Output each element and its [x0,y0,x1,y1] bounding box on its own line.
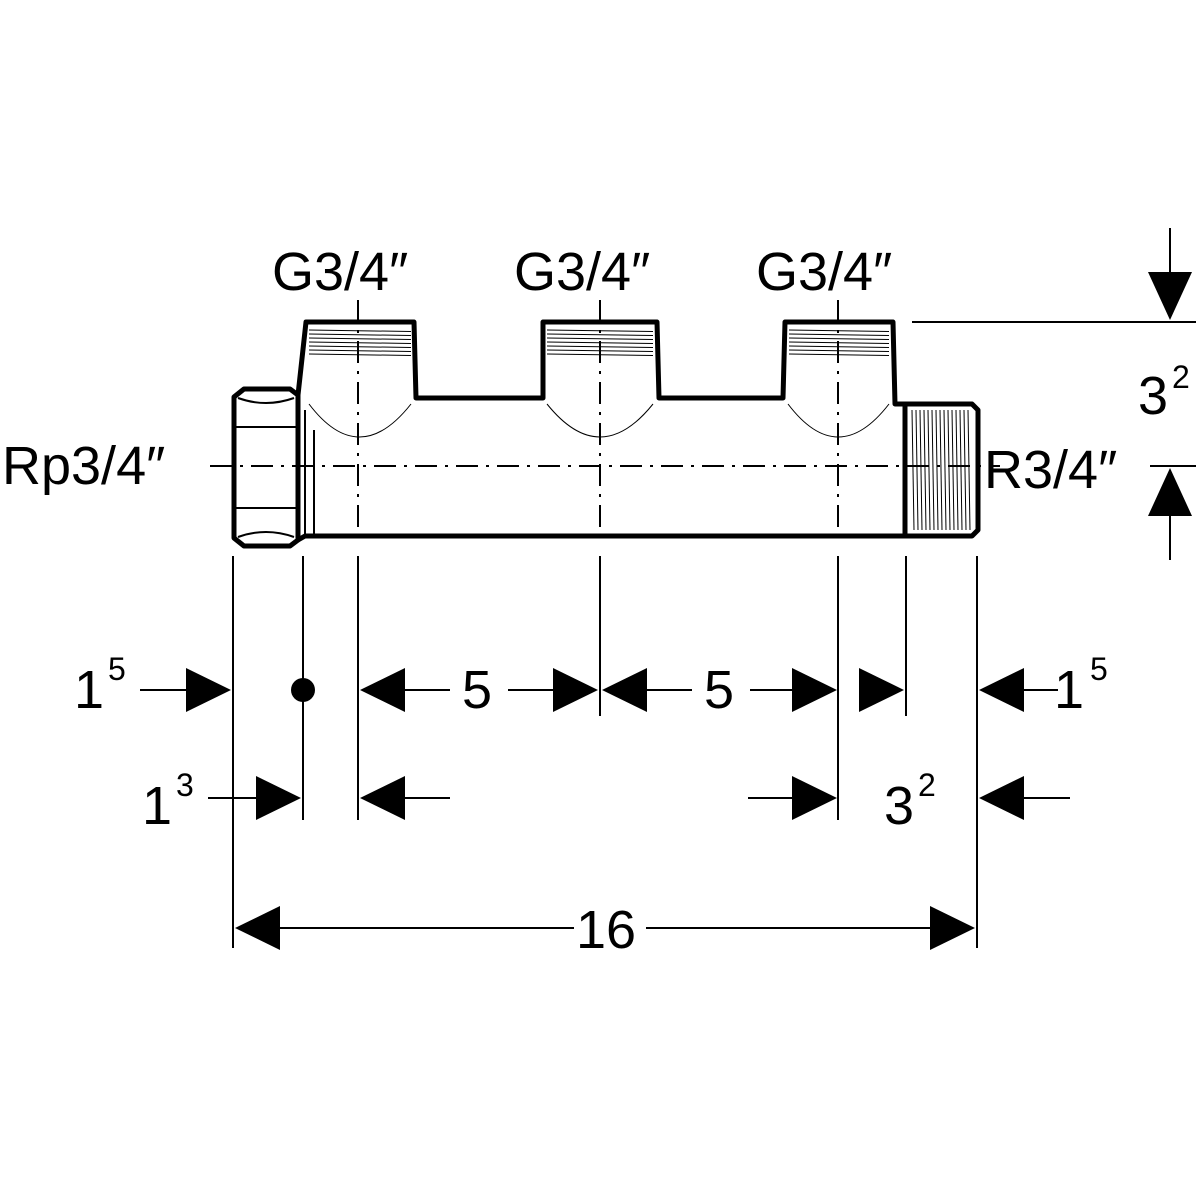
thread-line [308,329,412,332]
dim-spacing-2: 5 [704,660,734,720]
label-outlet-end: R3/4″ [984,440,1117,500]
label-outlet-2: G3/4″ [514,242,650,302]
arrow-height-top [1148,272,1192,320]
thread-line [788,337,890,340]
right-thread-outline [905,401,981,539]
thread-line [546,333,654,336]
arrow-body-end [859,668,904,712]
outlet-1-thread-hatch [308,329,412,356]
arrow-thread-right [979,776,1024,820]
hex-nut-outline [231,386,301,549]
arrow-right-offset [979,668,1024,712]
dim-right-offset-main: 1 [1054,660,1084,720]
dim-hex-width-sup: 3 [176,767,194,803]
thread-line [788,333,890,336]
dim-left-offset-sup: 5 [108,651,126,687]
thread-line [951,409,955,531]
dim-right-offset-sup: 5 [1090,651,1108,687]
thread-line [308,333,412,336]
dim-height-sup: 2 [1172,359,1190,395]
arrow-total-right [930,906,975,950]
dim-hex-width-main: 1 [142,776,172,836]
thread-line [308,349,412,352]
thread-line [923,409,927,531]
thread-line [911,409,915,531]
body-outline [295,319,908,543]
arrow-left-offset [186,668,231,712]
thread-line [947,409,951,531]
thread-line [963,409,967,531]
arrow-thread-left [792,776,837,820]
datum-dot [291,678,315,702]
dim-total-length: 16 [576,900,636,960]
arrow-spacing-1-right [553,668,598,712]
label-outlet-1: G3/4″ [272,242,408,302]
hex-facet-curve-top [237,397,295,404]
thread-line [919,409,923,531]
arrow-hex-width-left [360,776,405,820]
thread-line [308,341,412,344]
dimension-arrows [140,272,1192,950]
arrow-spacing-2-right [792,668,837,712]
thread-line [931,409,935,531]
dimension-labels: 3 2 1 5 5 5 1 5 1 3 3 2 16 [74,359,1190,960]
label-outlet-3: G3/4″ [756,242,892,302]
manifold-body [231,319,981,549]
arrow-height-bottom [1148,468,1192,516]
arrow-spacing-1-left [360,668,405,712]
thread-line [308,345,412,348]
dim-left-offset-main: 1 [74,660,104,720]
thread-labels: G3/4″ G3/4″ G3/4″ Rp3/4″ R3/4″ [2,242,1117,500]
arrow-hex-width-right [256,776,301,820]
label-inlet: Rp3/4″ [2,436,165,496]
arrow-spacing-2-left [602,668,647,712]
thread-line [955,409,959,531]
thread-line [959,409,963,531]
thread-line [967,409,971,531]
thread-line [927,409,931,531]
extension-lines [232,228,1196,948]
dim-right-thread-main: 3 [884,776,914,836]
thread-line [915,409,919,531]
right-thread-hatch [911,409,971,531]
dim-right-thread-sup: 2 [918,767,936,803]
thread-line [546,337,654,340]
thread-line [939,409,943,531]
thread-line [943,409,947,531]
thread-line [308,337,412,340]
dim-height-main: 3 [1138,366,1168,426]
bore-arc-1 [308,403,412,438]
thread-line [308,353,412,356]
hex-facet-curve-bottom [237,531,295,538]
thread-line [935,409,939,531]
dim-spacing-1: 5 [462,660,492,720]
center-lines [210,300,1000,540]
arrow-total-left [235,906,280,950]
